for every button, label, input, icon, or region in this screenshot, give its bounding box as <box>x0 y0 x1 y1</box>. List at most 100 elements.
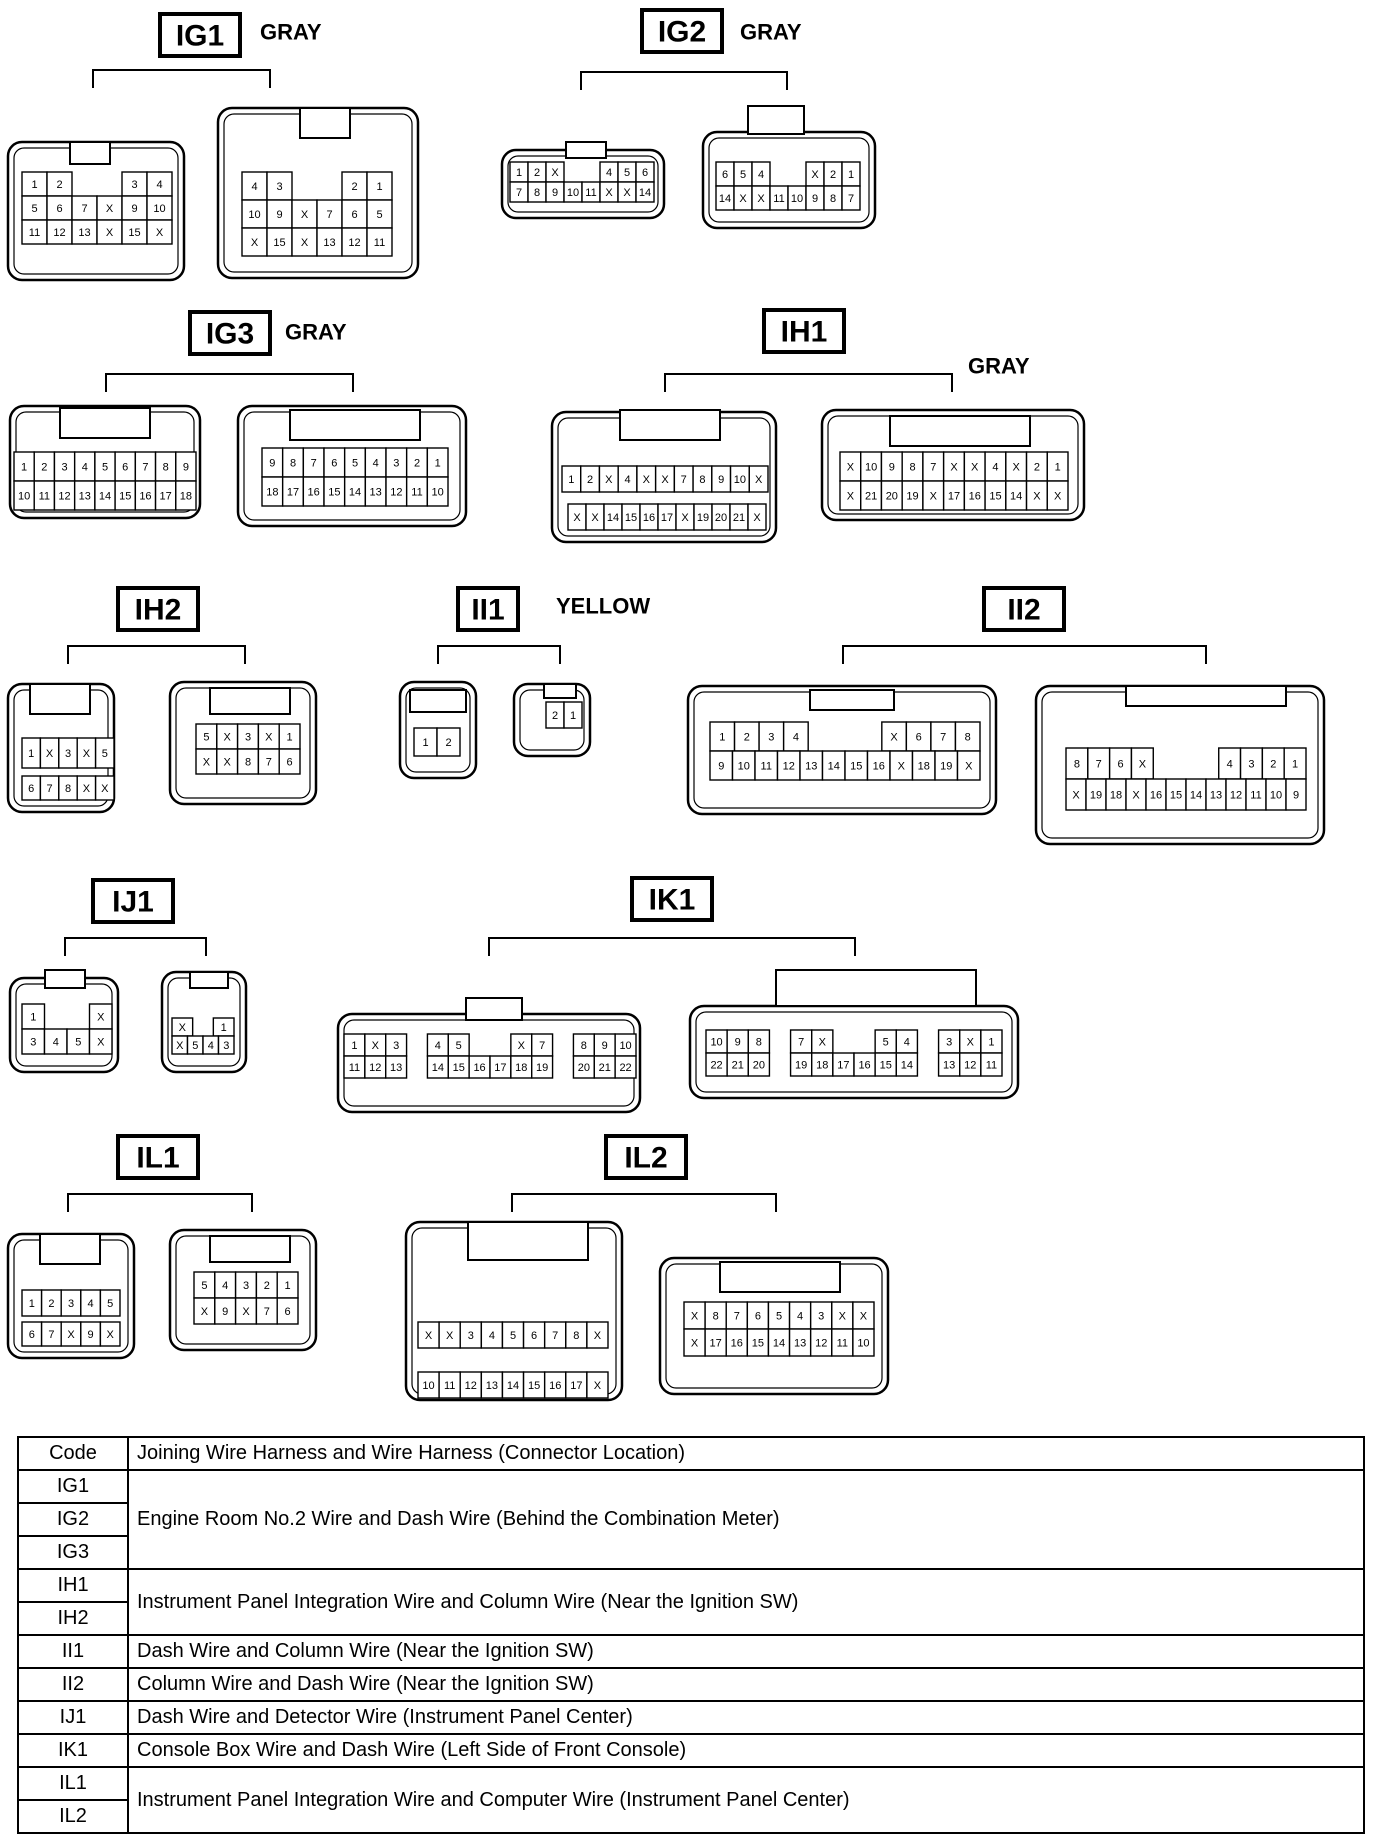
terminal-number: 12 <box>53 227 65 239</box>
terminal-number: 5 <box>31 203 37 215</box>
terminal-cell <box>586 1371 609 1399</box>
terminal-number: 16 <box>473 1062 485 1074</box>
terminal-number: 14 <box>432 1062 444 1074</box>
terminal-number: X <box>106 227 114 239</box>
terminal-number: 10 <box>567 187 579 199</box>
terminal-number: 14 <box>901 1060 913 1072</box>
terminal-cell <box>96 195 123 221</box>
terminal-number: 16 <box>858 1060 870 1072</box>
connector-bracket <box>64 937 207 956</box>
terminal-number: 4 <box>624 474 630 486</box>
terminal-number: 5 <box>376 209 382 221</box>
terminal-number: 11 <box>761 761 772 773</box>
terminal-number: 3 <box>468 1330 474 1342</box>
terminal-cell <box>366 171 393 201</box>
terminal-number: 1 <box>570 710 576 722</box>
legend-code-cell: IG1 <box>17 1469 129 1504</box>
terminal-number: 11 <box>29 227 40 239</box>
terminal-number: 16 <box>139 491 151 503</box>
terminal-number: 6 <box>122 462 128 474</box>
terminal-number: 15 <box>273 237 285 249</box>
terminal-number: 7 <box>264 1306 270 1318</box>
connector-bracket <box>488 937 856 956</box>
terminal-number: 21 <box>599 1062 611 1074</box>
terminal-number: 15 <box>119 491 131 503</box>
legend-code-cell: IH1 <box>17 1568 129 1603</box>
terminal-number: X <box>97 1012 105 1024</box>
terminal-number: X <box>594 1330 602 1342</box>
terminal-number: X <box>691 1338 699 1350</box>
terminal-number: 3 <box>818 1311 824 1323</box>
terminal-number: 11 <box>986 1060 997 1072</box>
terminal-number: 7 <box>516 187 522 199</box>
terminal-number: 8 <box>163 462 169 474</box>
terminal-number: X <box>301 237 309 249</box>
connector-bracket <box>580 71 788 90</box>
terminal-number: 4 <box>156 179 162 191</box>
connector-latch <box>543 683 577 699</box>
terminal-number: X <box>106 203 114 215</box>
terminal-number: 2 <box>587 474 593 486</box>
terminal-number: 8 <box>581 1040 587 1052</box>
terminal-number: X <box>176 1040 184 1052</box>
terminal-number: X <box>965 761 973 773</box>
terminal-number: 5 <box>352 458 358 470</box>
connector-code-box <box>982 586 1066 632</box>
legend-description-cell: Column Wire and Dash Wire (Near the Igni… <box>127 1667 1365 1702</box>
terminal-number: 3 <box>223 1040 229 1052</box>
terminal-number: 17 <box>661 512 673 524</box>
terminal-number: 4 <box>606 167 612 179</box>
terminal-number: X <box>860 1311 868 1323</box>
terminal-cell <box>99 1321 121 1347</box>
connector-code-box <box>158 12 242 58</box>
terminal-cell <box>586 1321 609 1349</box>
terminal-number: 9 <box>276 209 282 221</box>
terminal-number: 12 <box>390 487 402 499</box>
connector-latch <box>44 969 86 989</box>
terminal-number: X <box>661 474 669 486</box>
terminal-number: 14 <box>607 512 619 524</box>
terminal-number: 12 <box>465 1380 477 1392</box>
terminal-number: 5 <box>883 1037 889 1049</box>
connector-code-box <box>604 1134 688 1180</box>
terminal-number: 13 <box>943 1060 955 1072</box>
terminal-number: 12 <box>964 1060 976 1072</box>
terminal-number: 14 <box>639 187 651 199</box>
connector-latch <box>189 971 229 989</box>
terminal-number: 4 <box>758 169 764 181</box>
terminal-number: 3 <box>768 732 774 744</box>
terminal-cell <box>531 1055 554 1079</box>
terminal-number: 4 <box>53 1037 59 1049</box>
terminal-number: 5 <box>102 748 108 760</box>
terminal-number: 18 <box>816 1060 828 1072</box>
terminal-number: 7 <box>940 732 946 744</box>
terminal-number: 1 <box>848 169 854 181</box>
terminal-cell <box>146 219 173 245</box>
terminal-cell <box>980 1052 1003 1077</box>
terminal-number: 8 <box>573 1330 579 1342</box>
connector-bracket <box>105 373 354 392</box>
terminal-cell <box>895 1052 919 1077</box>
terminal-number: 2 <box>41 462 47 474</box>
terminal-cell <box>276 1297 299 1325</box>
terminal-number: 16 <box>969 491 981 503</box>
connector-code-label: II1 <box>471 594 504 627</box>
terminal-number: 16 <box>643 512 655 524</box>
legend-code-cell: IL1 <box>17 1766 129 1801</box>
terminal-number: 10 <box>865 462 877 474</box>
terminal-cell <box>121 219 148 245</box>
terminal-number: X <box>446 1330 454 1342</box>
terminal-number: 4 <box>251 181 257 193</box>
legend-row: IL2 <box>17 1799 1364 1834</box>
terminal-cell <box>341 227 368 257</box>
terminal-number: X <box>591 512 599 524</box>
terminal-number: 15 <box>528 1380 540 1392</box>
terminal-number: 4 <box>222 1280 228 1292</box>
legend-header-row: Code Joining Wire Harness and Wire Harne… <box>17 1436 1365 1471</box>
connector-housing-inner <box>405 687 471 773</box>
